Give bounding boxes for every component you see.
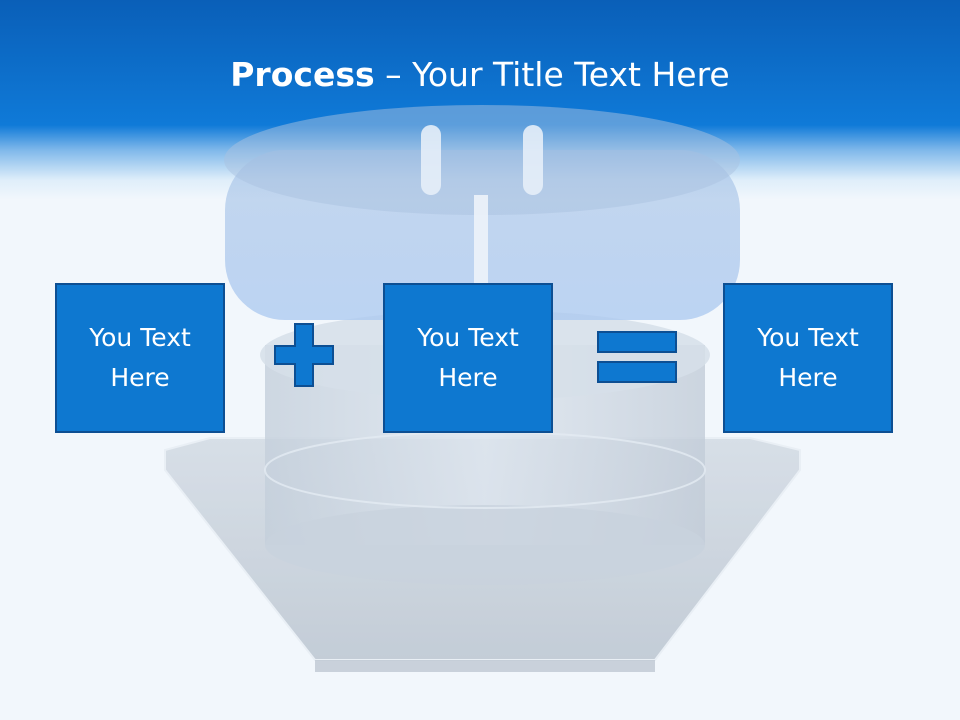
slide-title: Process – Your Title Text Here	[0, 52, 960, 98]
title-rest: – Your Title Text Here	[374, 55, 730, 94]
text-box-2-label: You Text Here	[417, 323, 519, 392]
text-box-1[interactable]: You Text Here	[55, 283, 225, 433]
text-box-3-label: You Text Here	[757, 323, 859, 392]
plus-icon	[274, 323, 334, 387]
text-box-1-label: You Text Here	[89, 323, 191, 392]
equals-icon	[597, 331, 677, 383]
text-box-3[interactable]: You Text Here	[723, 283, 893, 433]
text-box-2[interactable]: You Text Here	[383, 283, 553, 433]
title-bold: Process	[230, 55, 375, 94]
